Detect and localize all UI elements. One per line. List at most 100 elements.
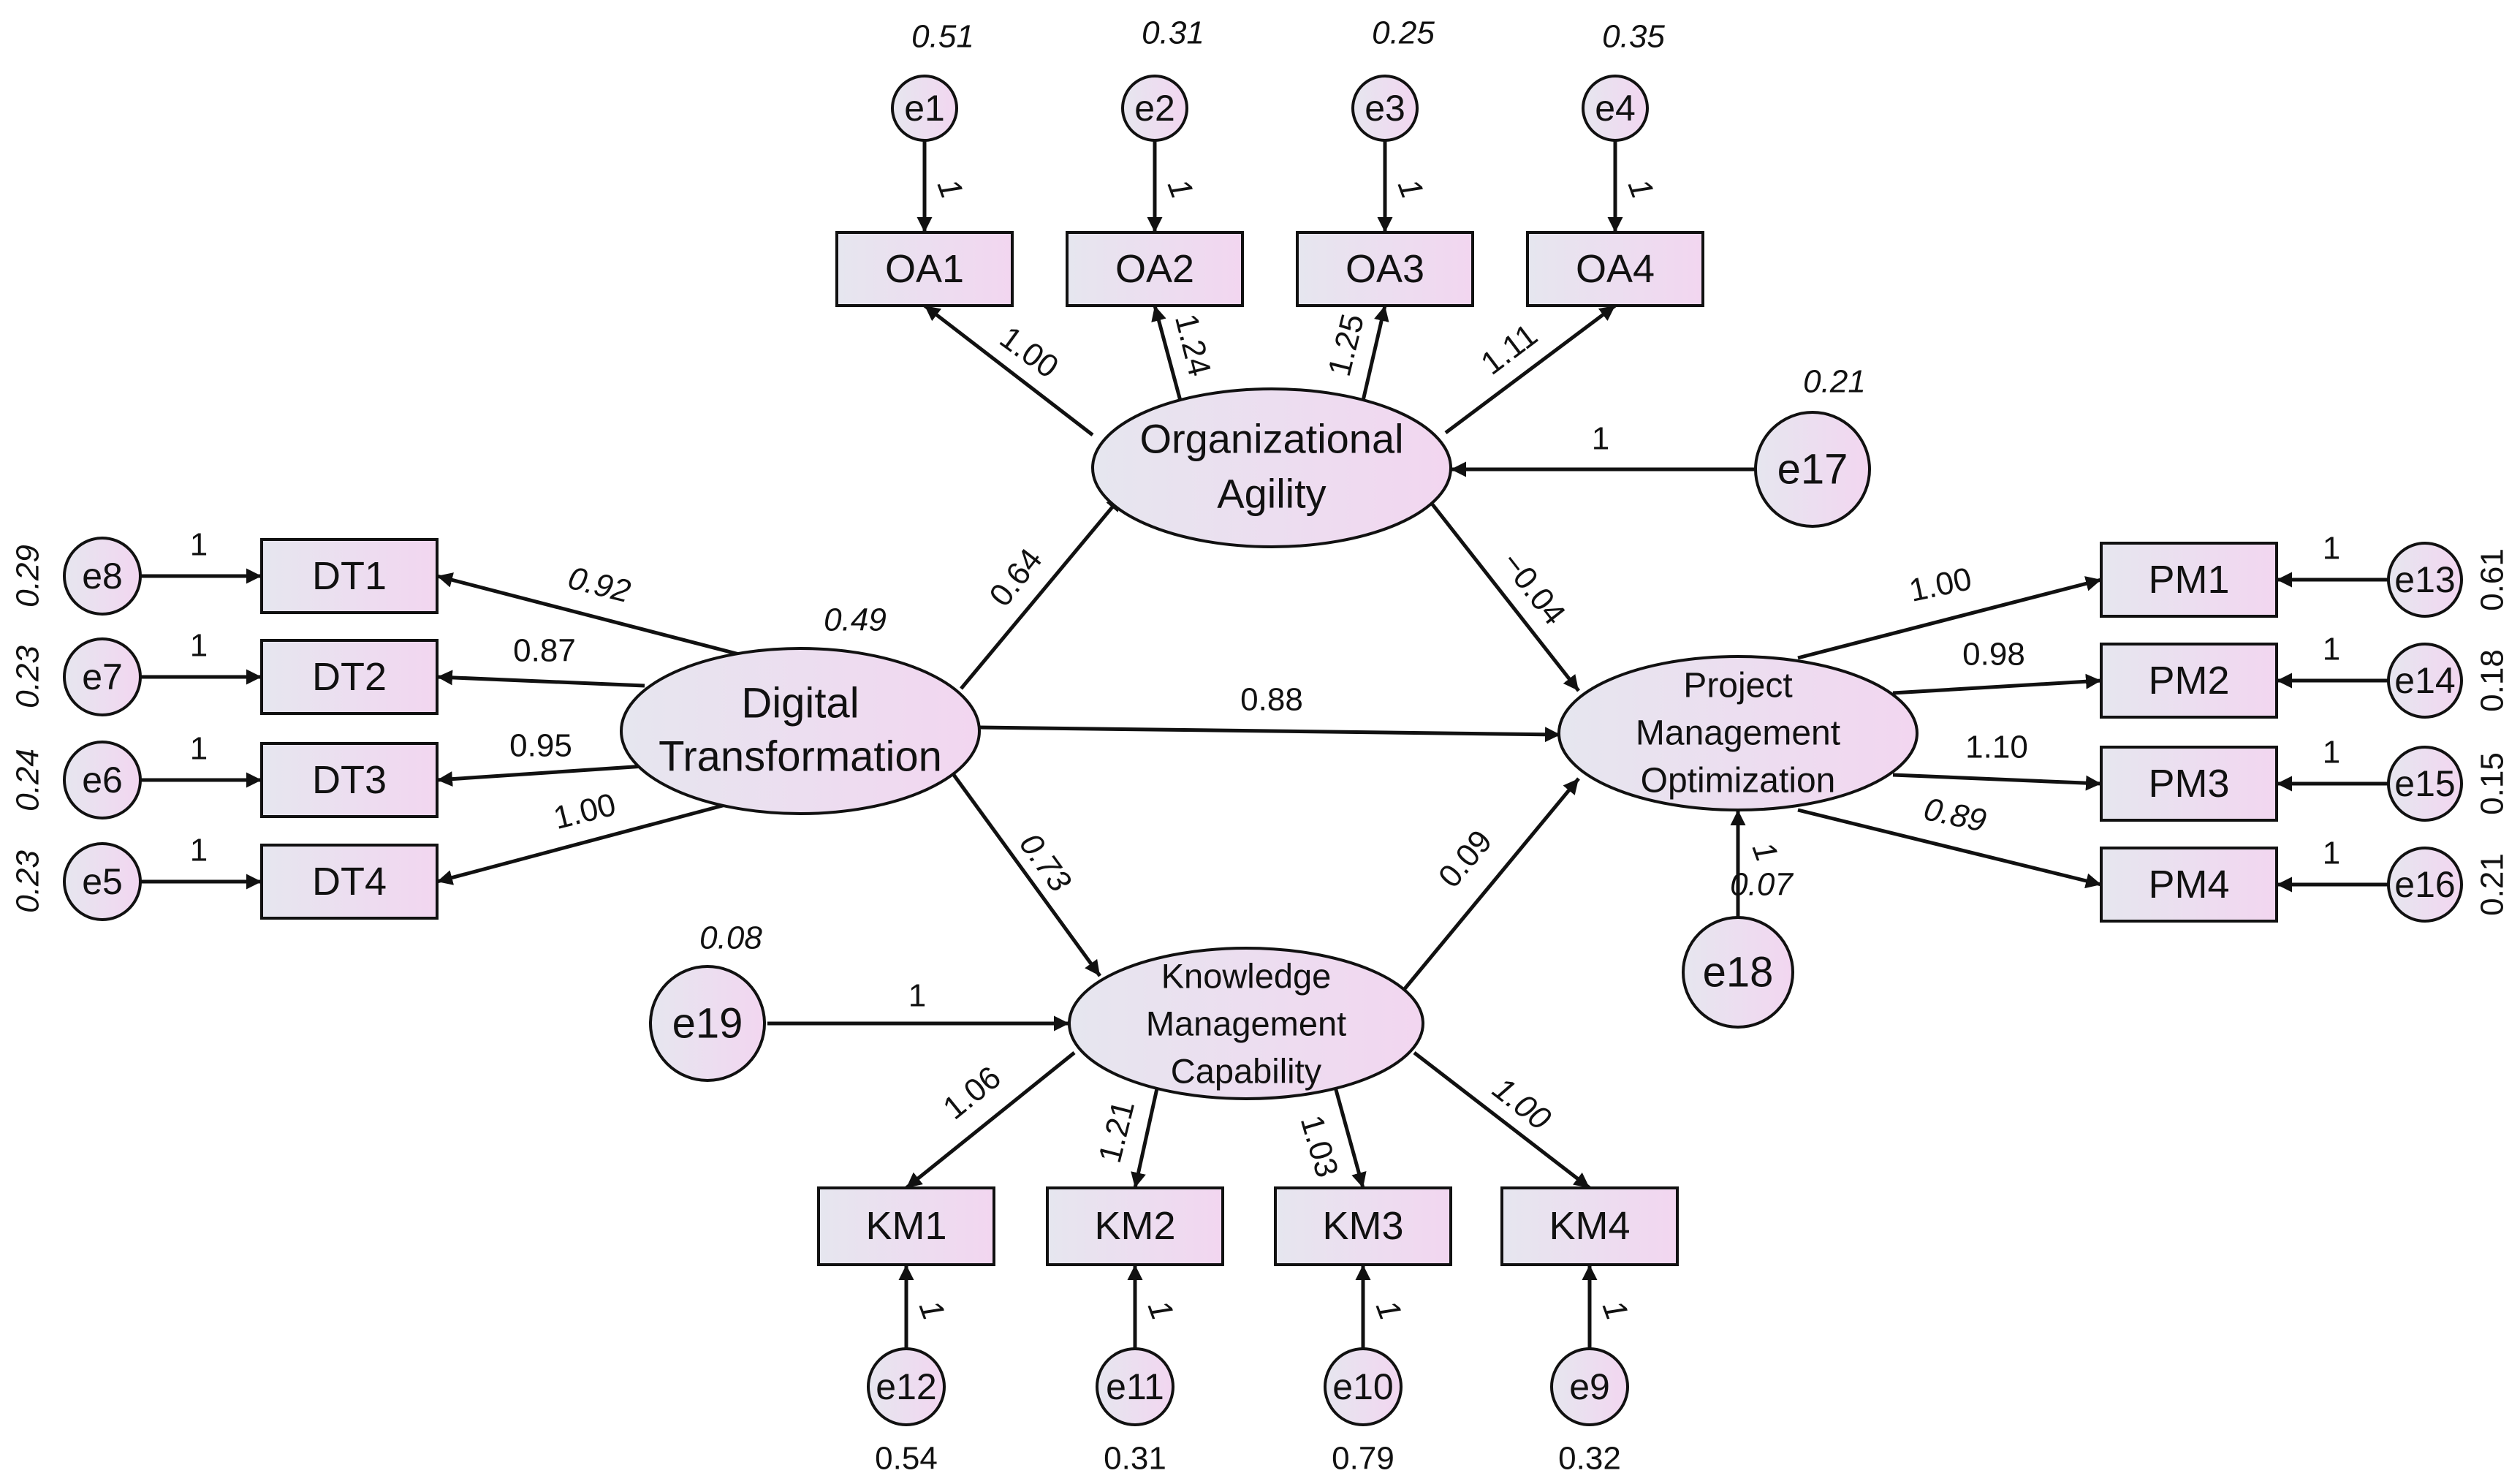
edge-pmo-pm4 — [1797, 808, 2102, 889]
error-e12[interactable] — [867, 1347, 946, 1426]
indicator-oa3[interactable] — [1296, 231, 1474, 307]
loading-dt3: 0.95 — [509, 728, 572, 764]
error-e4[interactable] — [1582, 75, 1649, 142]
path-dt-kmc: 0.73 — [1012, 827, 1078, 899]
edge-oa-oa3 — [1361, 305, 1389, 401]
error-e17-variance: 0.21 — [1803, 364, 1866, 400]
indicator-pm4[interactable] — [2100, 847, 2278, 923]
error-e15[interactable] — [2387, 746, 2463, 822]
latent-kmc-label-2: Management — [1146, 1004, 1346, 1043]
indicator-dt1[interactable] — [260, 538, 439, 614]
indicator-oa1[interactable] — [835, 231, 1014, 307]
latent-kmc[interactable]: Knowledge Management Capability — [1068, 947, 1424, 1100]
indicator-oa3-label: OA3 — [1346, 247, 1424, 291]
latent-pmo-label-2: Management — [1636, 714, 1840, 753]
loading-pm2: 0.98 — [1962, 637, 2025, 673]
fixed-e3: 1 — [1391, 174, 1430, 203]
path-oa-pmo: −0.04 — [1494, 545, 1572, 632]
error-e19[interactable] — [649, 965, 766, 1082]
latent-kmc-label-1: Knowledge — [1161, 957, 1332, 996]
error-e3[interactable] — [1351, 75, 1419, 142]
error-e19-variance: 0.08 — [699, 920, 762, 956]
error-e19-label: e19 — [672, 1000, 743, 1048]
loading-oa3: 1.25 — [1321, 311, 1371, 380]
indicator-dt4[interactable] — [260, 844, 439, 920]
latent-dt-label-1: Digital — [741, 680, 859, 727]
error-e17[interactable] — [1754, 411, 1871, 528]
indicator-pm4-label: PM4 — [2148, 863, 2229, 906]
error-e4-variance: 0.35 — [1602, 19, 1665, 55]
oa-errors: e1 0.51 e2 0.31 e3 0.25 e4 0.35 — [891, 15, 1665, 142]
error-e15-label: e15 — [2394, 763, 2455, 804]
latent-oa-shape[interactable] — [1091, 387, 1452, 548]
error-e7[interactable] — [63, 637, 142, 716]
loading-pm4: 0.89 — [1921, 791, 1989, 839]
indicator-km2[interactable] — [1046, 1186, 1224, 1266]
indicator-pm2[interactable] — [2100, 643, 2278, 719]
latent-dt-shape[interactable] — [620, 647, 981, 815]
error-e14[interactable] — [2387, 643, 2463, 719]
km-fixed-labels: 1 1 1 1 — [912, 1295, 1635, 1325]
latent-oa-label-2: Agility — [1217, 471, 1326, 517]
indicator-oa2[interactable] — [1066, 231, 1244, 307]
edge-pmo-pm1 — [1797, 576, 2102, 660]
latent-pmo-label-3: Optimization — [1641, 762, 1836, 800]
pm-errors: e13 0.61 e14 0.18 e15 0.15 e16 0.21 — [2387, 542, 2510, 923]
indicator-dt3-label: DT3 — [312, 758, 387, 802]
error-e9[interactable] — [1550, 1347, 1629, 1426]
oa-loading-labels: 1.00 1.24 1.25 1.11 — [993, 311, 1544, 385]
error-e16-label: e16 — [2394, 864, 2455, 905]
error-e6[interactable] — [63, 741, 142, 819]
latent-pmo-shape[interactable] — [1557, 655, 1919, 811]
latent-oa[interactable]: Organizational Agility — [1091, 387, 1452, 548]
indicator-dt4-label: DT4 — [312, 860, 387, 904]
error-e6-variance: 0.24 — [10, 749, 46, 811]
latent-dt-label-2: Transformation — [659, 733, 942, 781]
indicator-km4[interactable] — [1500, 1186, 1679, 1266]
error-e16-variance: 0.21 — [2475, 853, 2510, 916]
fixed-e12: 1 — [912, 1295, 952, 1325]
error-e6-label: e6 — [82, 760, 123, 800]
error-e11[interactable] — [1096, 1347, 1174, 1426]
indicator-km3[interactable] — [1274, 1186, 1452, 1266]
error-e1[interactable] — [891, 75, 958, 142]
indicator-pm3[interactable] — [2100, 746, 2278, 822]
error-e1-label: e1 — [904, 88, 945, 129]
error-e16[interactable] — [2387, 847, 2463, 923]
edge-dt-kmc — [952, 773, 1102, 977]
loading-km2: 1.21 — [1092, 1097, 1142, 1167]
error-e18[interactable] — [1682, 916, 1794, 1029]
indicator-pm1[interactable] — [2100, 542, 2278, 618]
error-e5-variance: 0.23 — [10, 850, 46, 913]
edge-pmo-pm3 — [1892, 773, 2102, 791]
loading-oa4: 1.11 — [1474, 317, 1544, 382]
indicator-oa1-label: OA1 — [885, 247, 964, 291]
error-e2-variance: 0.31 — [1142, 15, 1204, 51]
edge-oa-pmo — [1431, 503, 1580, 692]
pm-fixed-labels: 1 1 1 1 — [2323, 531, 2340, 871]
error-e18-label: e18 — [1703, 949, 1774, 996]
edge-kmc-km1 — [905, 1051, 1076, 1189]
error-e8-label: e8 — [82, 556, 123, 597]
latent-kmc-shape[interactable] — [1068, 947, 1424, 1100]
dt-errors: e8 0.29 e7 0.23 e6 0.24 e5 0.23 — [10, 537, 142, 921]
edge-oa-oa4 — [1444, 304, 1617, 434]
indicator-km4-label: KM4 — [1549, 1204, 1630, 1248]
edge-dt-dt4 — [436, 798, 743, 885]
indicator-oa4[interactable] — [1526, 231, 1704, 307]
latent-dt[interactable]: Digital Transformation 0.49 — [620, 602, 981, 815]
error-e12-variance: 0.54 — [875, 1441, 938, 1477]
latent-pmo[interactable]: Project Management Optimization — [1557, 655, 1919, 811]
error-e13[interactable] — [2387, 542, 2463, 618]
error-e10[interactable] — [1324, 1347, 1403, 1426]
error-e8[interactable] — [63, 537, 142, 616]
error-e2[interactable] — [1121, 75, 1188, 142]
km-errors: e12 0.54 e11 0.31 e10 0.79 e9 0.32 — [867, 1347, 1629, 1477]
indicator-dt3[interactable] — [260, 742, 439, 818]
indicator-km1[interactable] — [817, 1186, 995, 1266]
indicator-dt2[interactable] — [260, 639, 439, 715]
edge-pmo-pm2 — [1892, 673, 2102, 695]
fixed-e17: 1 — [1592, 421, 1609, 457]
error-e13-label: e13 — [2394, 559, 2455, 600]
error-e5[interactable] — [63, 842, 142, 921]
